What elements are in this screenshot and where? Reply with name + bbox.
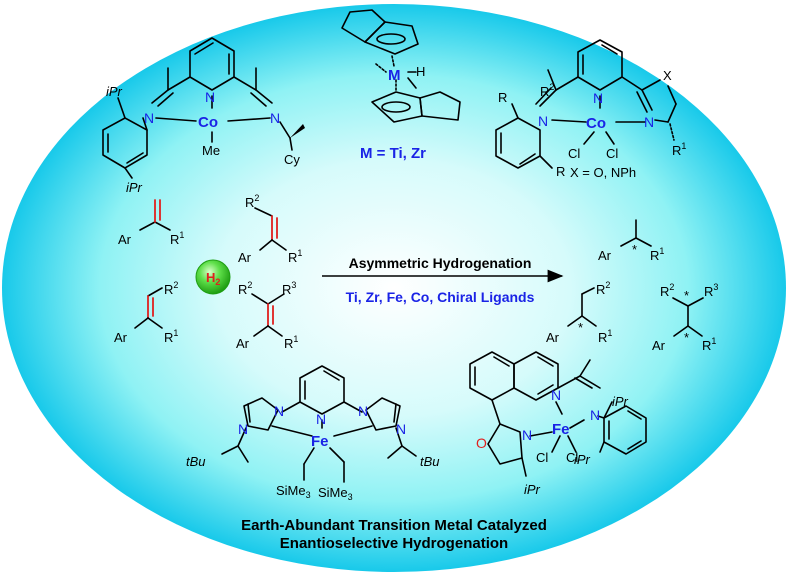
atom-n-pyridine-r: N (593, 90, 603, 106)
caption-line-1: Earth-Abundant Transition Metal Catalyze… (241, 517, 547, 534)
atom-n-imine-fe: N (590, 407, 600, 423)
label-cy: Cy (284, 152, 300, 167)
atom-n-imid-left-1: N (274, 403, 284, 419)
metallocene-hydride: M H M = Ti, Zr (341, 9, 461, 162)
product3-r1: R1 (702, 336, 716, 353)
label-tbu-right: tBu (420, 454, 440, 469)
substrate1-r1: R1 (170, 230, 184, 247)
label-ipr-bottom: iPr (126, 180, 143, 195)
label-cl-2: Cl (606, 146, 618, 161)
arrow-label-top: Asymmetric Hydrogenation (349, 255, 532, 271)
label-me: Me (202, 143, 220, 158)
atom-fe-left: Fe (311, 433, 329, 450)
label-cl-fe-1: Cl (536, 450, 548, 465)
product3-r2: R2 (660, 282, 674, 299)
atom-n-oxazoline-fe: N (522, 427, 532, 443)
reaction-arrow: Asymmetric Hydrogenation Ti, Zr, Fe, Co,… (322, 255, 564, 305)
substrate4-r2: R2 (238, 280, 252, 297)
atom-h: H (416, 64, 425, 79)
label-r1-top: R1 (672, 141, 686, 158)
label-r-bottom: R (556, 164, 565, 179)
product2-ar: Ar (546, 330, 560, 345)
substrate2-r2: R2 (245, 193, 259, 210)
label-r-top: R (498, 90, 507, 105)
substrate4-r1: R1 (284, 334, 298, 351)
product3-r3: R3 (704, 282, 718, 299)
product3-ar: Ar (652, 338, 666, 353)
atom-n-imid-right-2: N (396, 421, 406, 437)
atom-n-imid-left-2: N (238, 421, 248, 437)
substrates: Ar R1 R2 Ar R1 H2 R2 Ar R1 R2 R3 Ar R1 (114, 193, 302, 351)
atom-fe-right: Fe (552, 421, 570, 438)
cobalt-pdi-complex: N N N Co Me Cy iPr iPr (102, 37, 305, 195)
label-ipr-fe-bottom: iPr (574, 452, 591, 467)
atom-m: M (388, 67, 401, 84)
atom-o-oxazoline: O (476, 435, 487, 451)
label-ipr-top: iPr (106, 84, 123, 99)
atom-n-imine-right: N (270, 110, 280, 126)
arrow-label-bottom: Ti, Zr, Fe, Co, Chiral Ligands (346, 289, 535, 305)
atom-n-quinoline: N (551, 387, 561, 403)
metal-definition: M = Ti, Zr (360, 145, 426, 162)
product2-r1: R1 (598, 328, 612, 345)
caption-line-2: Enantioselective Hydrogenation (280, 535, 508, 552)
label-tbu-left: tBu (186, 454, 206, 469)
label-cl-fe-2: Cl (566, 450, 578, 465)
product1-r1: R1 (650, 246, 664, 263)
label-r2-top: R2 (540, 82, 554, 99)
label-cl-1: Cl (568, 146, 580, 161)
background-ellipse (2, 4, 786, 572)
substrate3-r1: R1 (164, 328, 178, 345)
products: Ar * R1 R2 * Ar R1 R2 * R3 * Ar R1 (546, 219, 718, 353)
substrate4-ar: Ar (236, 336, 250, 351)
h2-ball (195, 259, 231, 295)
atom-n-oxazoline: N (644, 114, 654, 130)
substrate3-ar: Ar (114, 330, 128, 345)
label-sime3-2: SiMe3 (318, 485, 353, 502)
atom-n-pincer-py: N (316, 411, 326, 427)
atom-co-left: Co (198, 114, 218, 131)
atom-n-pyridine: N (205, 89, 215, 105)
label-ipr-fe-top: iPr (612, 394, 629, 409)
substrate2-r1: R1 (288, 248, 302, 265)
iron-quinoline-oxazoline-complex: N N N O Fe Cl Cl iPr iPr iPr (469, 351, 647, 497)
atom-co-right: Co (586, 115, 606, 132)
product3-star-top: * (684, 288, 689, 303)
product3-star-bottom: * (684, 330, 689, 345)
atom-n-imine-r: N (538, 113, 548, 129)
label-x: X (663, 68, 672, 83)
label-ipr-oxazoline: iPr (524, 482, 541, 497)
product2-r2: R2 (596, 280, 610, 297)
x-definition: X = O, NPh (570, 165, 636, 180)
iron-cnc-pincer-complex: N N N N N Fe tBu tBu SiMe3 SiMe3 (186, 365, 440, 502)
product1-star: * (632, 242, 637, 257)
product1-ar: Ar (598, 248, 612, 263)
substrate1-ar: Ar (118, 232, 132, 247)
label-sime3-1: SiMe3 (276, 483, 311, 500)
atom-n-imid-right-1: N (358, 403, 368, 419)
h2-label: H2 (206, 270, 220, 287)
substrate2-ar: Ar (238, 250, 252, 265)
substrate3-r2: R2 (164, 280, 178, 297)
cobalt-oxazoline-complex: R2 N N N Co X Cl Cl R1 R R X = O, NPh (495, 39, 686, 180)
substrate4-r3: R3 (282, 280, 296, 297)
atom-n-imine-left: N (144, 110, 154, 126)
product2-star: * (578, 320, 583, 335)
